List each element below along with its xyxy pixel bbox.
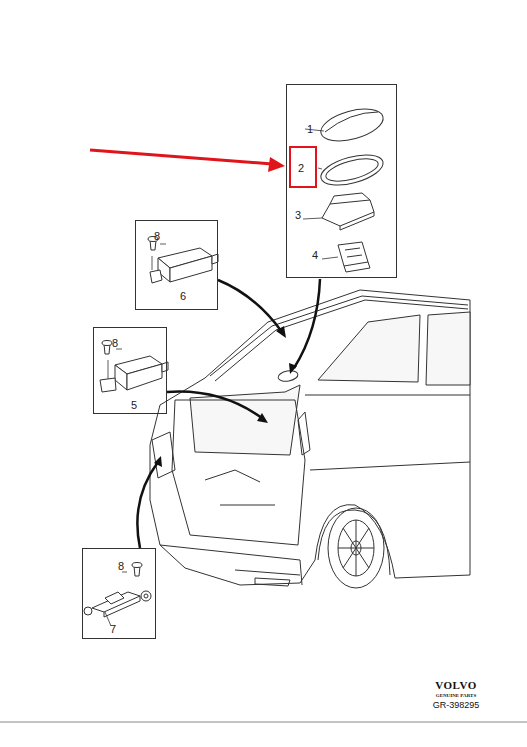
drawing-stroke bbox=[205, 470, 260, 482]
drawing-stroke bbox=[310, 462, 470, 470]
callout-number: 4 bbox=[312, 249, 318, 261]
antenna-parts bbox=[317, 103, 386, 272]
drawing-stroke bbox=[328, 508, 384, 588]
drawing-stroke bbox=[92, 592, 140, 612]
drawing-stroke bbox=[235, 570, 300, 575]
drawing-stroke bbox=[150, 270, 162, 283]
drawing-stroke bbox=[298, 412, 310, 455]
drawing-stroke bbox=[318, 315, 420, 382]
drawing-stroke bbox=[255, 578, 290, 586]
drawing-stroke bbox=[318, 510, 390, 575]
drawing-stroke bbox=[190, 385, 300, 455]
drawing-stroke bbox=[90, 150, 272, 164]
drawing-stroke bbox=[220, 505, 275, 506]
drawing-stroke bbox=[338, 520, 374, 576]
callout-number: 8 bbox=[154, 230, 160, 242]
drawing-stroke bbox=[152, 432, 175, 478]
callout-number: 8 bbox=[118, 560, 124, 572]
callout-number: 5 bbox=[131, 399, 137, 411]
drawing-stroke bbox=[160, 545, 302, 585]
brand-tagline: GENUINE PARTS bbox=[436, 692, 476, 699]
red-arrow bbox=[90, 150, 285, 172]
callout-number: 1 bbox=[307, 123, 313, 135]
inset-frame: 87 bbox=[82, 548, 156, 639]
highlight-box: 2 bbox=[289, 146, 317, 188]
drawing-stroke bbox=[152, 256, 153, 270]
drawing-number: GR-398295 bbox=[433, 700, 480, 711]
drawing-stroke bbox=[100, 378, 116, 392]
drawing-stroke bbox=[276, 326, 286, 338]
drawing-stroke bbox=[317, 103, 386, 147]
drawing-stroke bbox=[318, 149, 387, 191]
module-parts bbox=[84, 237, 218, 618]
callout-number: 3 bbox=[295, 209, 301, 221]
drawing-stroke bbox=[84, 607, 92, 615]
drawing-stroke bbox=[345, 248, 362, 257]
drawing-stroke bbox=[154, 456, 162, 467]
drawing-stroke bbox=[162, 362, 168, 372]
drawing-stroke bbox=[127, 364, 162, 390]
callout-number: 7 bbox=[110, 623, 116, 635]
callout-number: 8 bbox=[112, 337, 118, 349]
drawing-stroke bbox=[172, 400, 305, 545]
drawing-stroke bbox=[330, 193, 370, 204]
callout-number: 6 bbox=[180, 290, 186, 302]
drawing-stroke bbox=[325, 112, 378, 132]
drawing-stroke bbox=[340, 212, 374, 230]
drawing-stroke bbox=[338, 242, 368, 266]
drawing-stroke bbox=[338, 520, 374, 576]
drawing-stroke bbox=[294, 279, 320, 368]
drawing-stroke bbox=[132, 563, 142, 568]
drawing-stroke bbox=[268, 157, 285, 172]
drawing-stroke bbox=[305, 395, 470, 396]
drawing-stroke bbox=[257, 413, 268, 423]
drawing-stroke bbox=[426, 312, 470, 385]
drawing-stroke bbox=[141, 591, 151, 601]
drawing-stroke bbox=[344, 262, 370, 272]
leader-lines bbox=[105, 129, 338, 626]
drawing-stroke bbox=[324, 154, 381, 185]
drawing-stroke bbox=[160, 244, 166, 245]
callout-number: 2 bbox=[298, 162, 304, 174]
footer-rule bbox=[0, 722, 527, 723]
drawing-stroke bbox=[289, 363, 297, 374]
drawing-stroke bbox=[218, 280, 282, 332]
brand-name: VOLVO bbox=[435, 679, 476, 692]
drawing-stroke bbox=[105, 592, 124, 604]
drawing-stroke bbox=[322, 257, 338, 259]
drawing-stroke bbox=[137, 462, 158, 548]
drawing-stroke bbox=[303, 218, 322, 219]
drawing-stroke bbox=[277, 369, 298, 382]
inset-frame: 86 bbox=[135, 220, 218, 310]
drawing-stroke bbox=[115, 365, 127, 390]
inset-frame: 85 bbox=[93, 327, 167, 414]
pointer-heads bbox=[154, 326, 297, 467]
drawing-stroke bbox=[318, 168, 322, 169]
drawing-stroke bbox=[144, 594, 148, 598]
inset-frame: 1 3 4 2 bbox=[286, 84, 397, 278]
drawing-stroke bbox=[170, 256, 212, 282]
drawing-stroke bbox=[167, 392, 262, 418]
drawing-stroke bbox=[102, 341, 112, 346]
